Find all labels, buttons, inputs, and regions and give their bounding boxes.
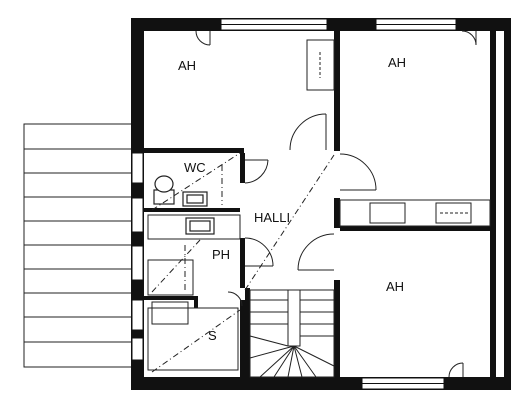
- staircase-icon: [249, 289, 335, 378]
- toilet-icon: [153, 175, 175, 205]
- room-label-wc: WC: [184, 160, 206, 175]
- diagonal-markers: [151, 152, 335, 373]
- room-label-ph: PH: [212, 247, 230, 262]
- room-label-ah-top-left: AH: [178, 58, 196, 73]
- interior-walls: [144, 31, 490, 377]
- door-swing-icon: [195, 30, 477, 378]
- room-label-ah-bottom-right: AH: [386, 279, 404, 294]
- room-label-halli: HALLI: [254, 210, 290, 225]
- partition-lines: [147, 39, 491, 371]
- sink-icon: [182, 191, 215, 235]
- terrace-decking: [23, 123, 135, 368]
- window-icon: [131, 18, 457, 390]
- room-label-sauna: S: [208, 328, 217, 343]
- room-label-ah-top-right: AH: [388, 55, 406, 70]
